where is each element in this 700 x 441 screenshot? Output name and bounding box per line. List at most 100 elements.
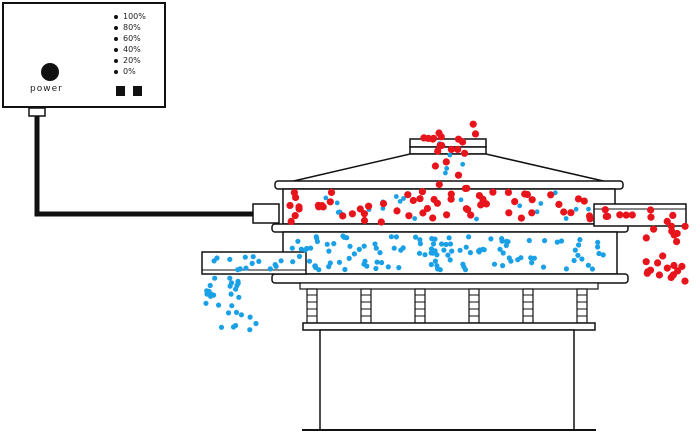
panel-button-right[interactable]: [133, 86, 142, 96]
coarse-particle: [290, 189, 298, 197]
coarse-particle: [477, 201, 485, 209]
coarse-particle: [356, 205, 364, 213]
fine-particle: [416, 250, 423, 256]
vibration-motor: [252, 203, 280, 224]
power-knob[interactable]: [41, 63, 59, 81]
coarse-particle: [315, 203, 323, 211]
fine-particle: [497, 246, 503, 252]
fine-particle: [249, 260, 255, 266]
fine-particle: [413, 234, 419, 240]
fine-particle: [467, 250, 473, 256]
fine-particle: [398, 247, 404, 253]
fine-particle: [429, 236, 435, 242]
fine-particle: [234, 282, 240, 289]
coarse-particle: [287, 217, 295, 225]
coarse-particle: [504, 188, 512, 196]
fine-particle: [595, 244, 601, 250]
coarse-particle: [669, 211, 677, 219]
fine-particle: [434, 252, 440, 258]
fine-particle: [247, 327, 253, 333]
coarse-particle: [295, 205, 303, 213]
coarse-particle: [365, 202, 373, 210]
coarse-particle: [327, 188, 336, 196]
coarse-particle: [647, 206, 655, 214]
fine-particle: [340, 233, 346, 239]
coarse-particle: [547, 191, 555, 199]
coarse-particle: [430, 134, 438, 142]
coarse-particle: [670, 231, 678, 239]
fine-particle: [385, 264, 391, 270]
fine-particle: [412, 216, 418, 221]
fine-particle: [585, 262, 592, 268]
fine-particle: [505, 239, 511, 245]
fine-particle: [462, 267, 469, 273]
fine-particle: [314, 238, 320, 245]
fine-particle: [373, 265, 379, 272]
fine-particle: [218, 324, 225, 330]
fine-particle: [316, 267, 322, 273]
level-label: 100%: [123, 12, 146, 21]
fine-particle: [342, 266, 348, 273]
coarse-particle: [393, 207, 401, 215]
fine-particle: [443, 241, 449, 248]
coarse-particle: [505, 209, 513, 217]
level-indicator-icon: [114, 58, 118, 63]
coarse-particle: [555, 200, 563, 208]
fine-particle: [250, 254, 256, 260]
coarse-particle: [673, 238, 681, 246]
vibration-plate: [299, 282, 599, 290]
coarse-particle: [659, 252, 667, 260]
coarse-particle: [435, 180, 443, 189]
fine-particle: [480, 246, 486, 252]
fine-particle: [228, 291, 234, 297]
coarse-particle: [560, 208, 568, 216]
fine-particle: [457, 247, 463, 253]
spring: [414, 288, 426, 324]
coarse-particle: [419, 209, 427, 217]
fine-particle: [595, 239, 601, 245]
fine-particle: [298, 246, 304, 252]
fine-particle: [422, 252, 428, 258]
coarse-particle: [642, 234, 650, 242]
fine-particle: [596, 250, 602, 257]
fine-particle: [211, 258, 217, 264]
coarse-particle: [482, 200, 490, 208]
fine-particle: [373, 245, 379, 251]
panel-button-left[interactable]: [116, 86, 125, 96]
coarse-particle: [528, 209, 536, 217]
fine-particle: [207, 282, 213, 289]
coarse-particle: [433, 199, 441, 207]
fine-particle: [331, 241, 337, 247]
fine-particle: [326, 248, 332, 254]
fine-particle: [372, 241, 378, 247]
fine-particle: [428, 261, 434, 268]
fine-particle: [216, 302, 222, 308]
coarse-particle: [429, 214, 437, 222]
fine-particle: [290, 259, 296, 265]
fine-particle: [542, 238, 548, 244]
coarse-particle: [435, 129, 443, 137]
fine-particle: [500, 263, 506, 269]
coarse-particle: [463, 184, 471, 192]
coarse-particle: [681, 222, 689, 230]
fine-particle: [447, 152, 453, 158]
fine-particle: [558, 238, 565, 244]
power-label: power: [30, 84, 63, 94]
level-label: 40%: [123, 45, 141, 54]
fine-particle: [362, 258, 368, 264]
coarse-particle: [454, 171, 463, 179]
coarse-particle: [489, 188, 497, 196]
fine-particle: [417, 241, 423, 247]
middle-clamp-ring: [271, 223, 629, 233]
fine-particle: [393, 234, 399, 240]
coarse-particle: [467, 211, 475, 219]
coarse-particle: [663, 217, 671, 225]
fine-particle: [229, 303, 235, 309]
fine-particle: [230, 324, 237, 330]
fine-particle: [441, 247, 447, 253]
fine-particle: [430, 241, 437, 247]
level-row: 20%: [114, 56, 141, 66]
fine-particle: [571, 257, 577, 264]
coarse-particle: [443, 211, 451, 219]
level-row: 40%: [114, 45, 141, 55]
